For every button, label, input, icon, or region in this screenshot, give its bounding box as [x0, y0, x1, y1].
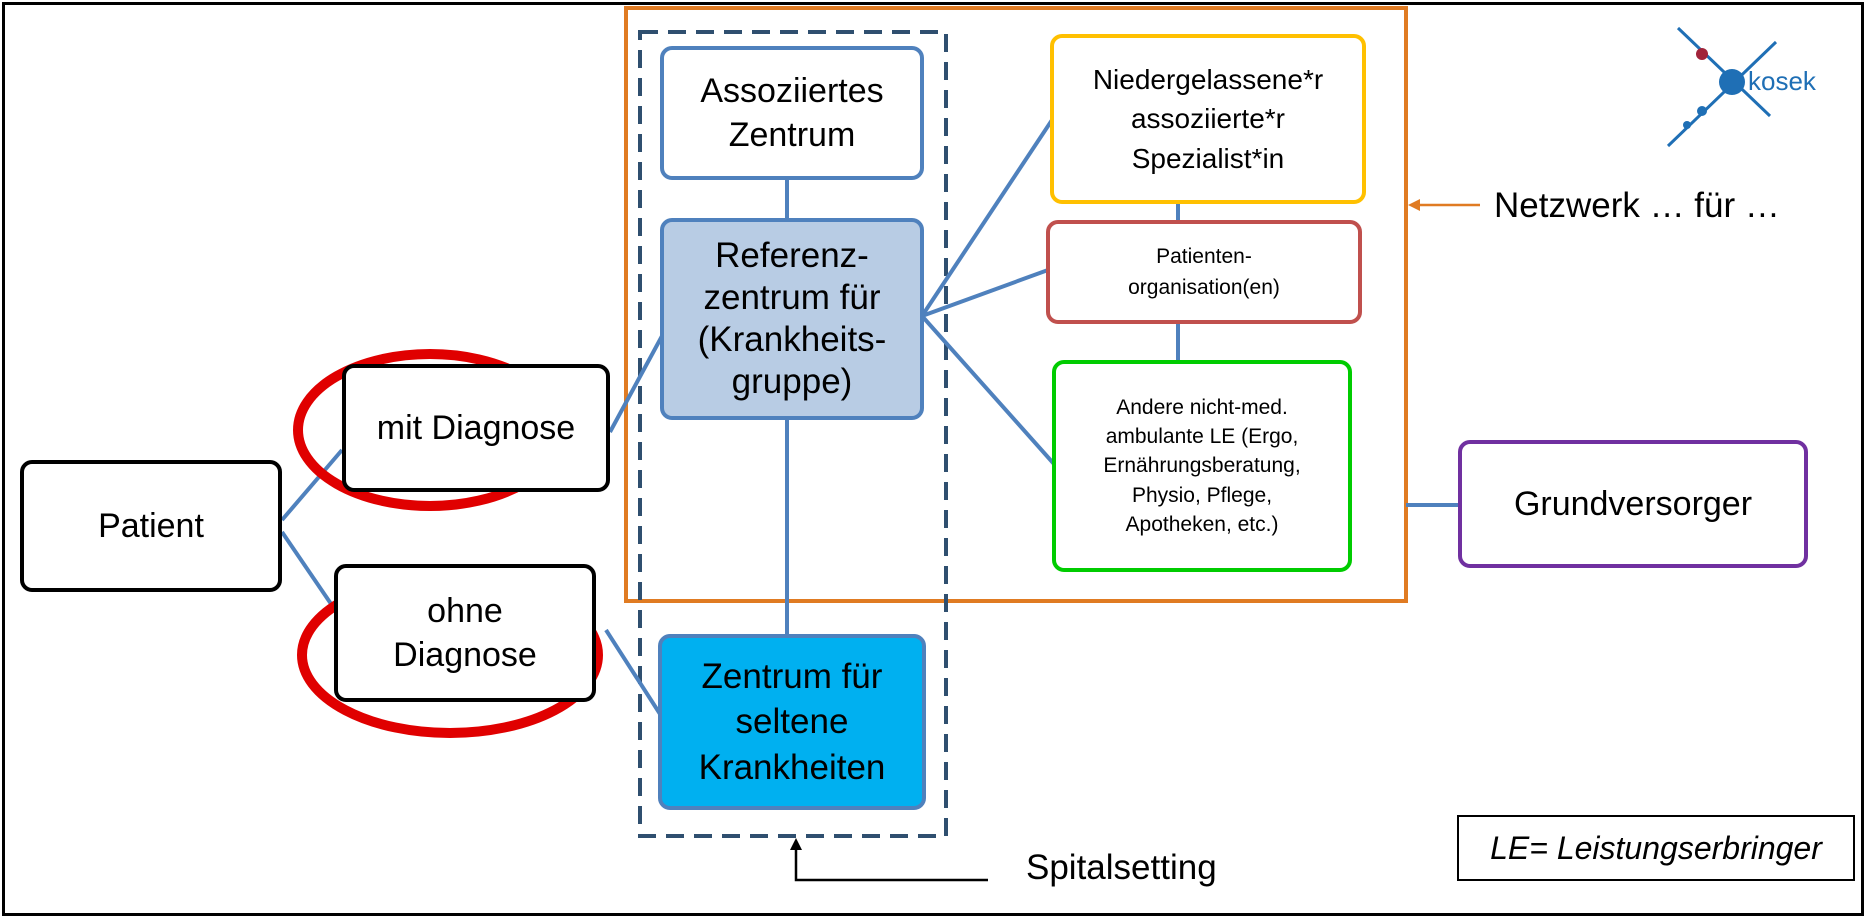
edge-mit-referenz: [608, 335, 664, 433]
spitalsetting-arrow: [794, 846, 988, 882]
edge-ohne-selten: [604, 628, 662, 716]
kosek-logo-text: kosek: [1748, 66, 1816, 96]
node-grundversorger: Grundversorger: [1458, 440, 1808, 568]
node-referenzzentrum: Referenz- zentrum für (Krankheits- grupp…: [660, 218, 924, 420]
edge-referenz-patorg: [921, 268, 1049, 318]
spitalsetting-arrowhead: [790, 838, 802, 850]
spitalsetting-boundary: [638, 30, 948, 838]
node-patient: Patient: [20, 460, 282, 592]
node-ohne-diagnose: ohne Diagnose: [334, 564, 596, 702]
node-patientenorganisation: Patienten- organisation(en): [1046, 220, 1362, 324]
label-netzwerk: Netzwerk … für …: [1494, 186, 1780, 225]
edge-patient-mit: [280, 448, 344, 522]
kosek-logo: [1666, 26, 1778, 148]
node-assoziiertes-zentrum: Assoziiertes Zentrum: [660, 46, 924, 180]
edge-referenz-andere: [920, 314, 1056, 466]
node-mit-diagnose: mit Diagnose: [342, 364, 610, 492]
node-zentrum-seltene-krankheiten: Zentrum für seltene Krankheiten: [658, 634, 926, 810]
network-boundary: [624, 6, 1408, 603]
label-spitalsetting: Spitalsetting: [1026, 848, 1217, 887]
legend-abbreviation: LE= Leistungserbringer: [1457, 815, 1855, 881]
node-andere-le: Andere nicht-med. ambulante LE (Ergo, Er…: [1052, 360, 1352, 572]
node-spezialist: Niedergelassene*r assoziierte*r Speziali…: [1050, 34, 1366, 204]
edge-referenz-spezialist: [920, 118, 1054, 318]
netzwerk-arrowhead: [1408, 199, 1420, 211]
